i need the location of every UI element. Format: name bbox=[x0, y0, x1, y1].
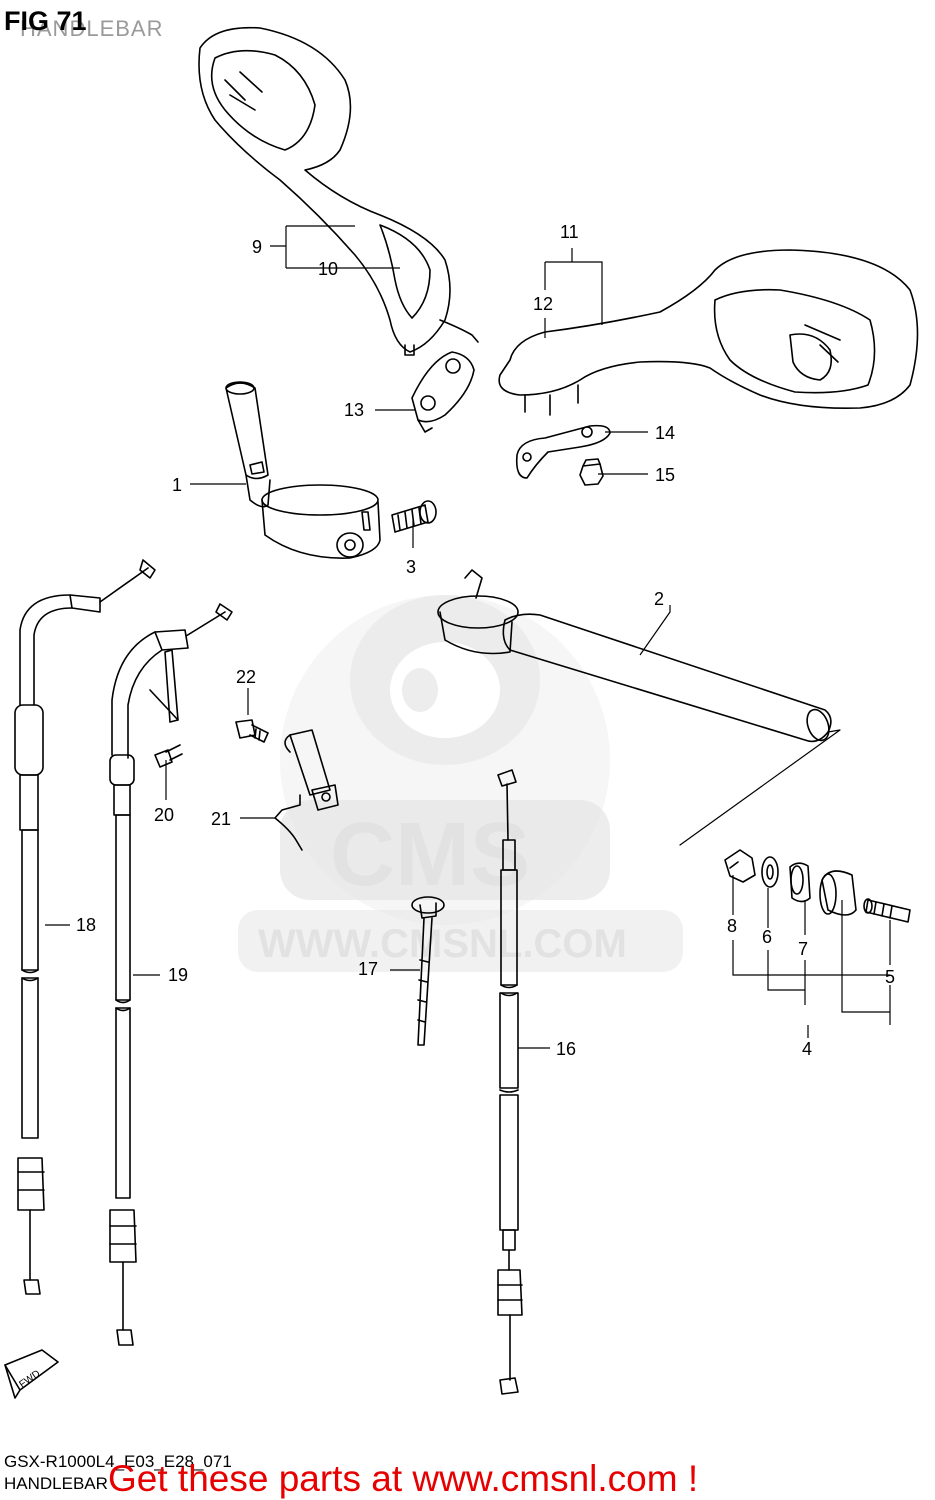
left-handlebar-part bbox=[225, 381, 381, 559]
diagram-name: HANDLEBAR bbox=[4, 1474, 108, 1493]
parts-drawing bbox=[4, 26, 919, 1399]
callout-4: 4 bbox=[802, 1039, 812, 1059]
fwd-arrow-icon bbox=[4, 1349, 59, 1399]
bolt-22 bbox=[235, 719, 269, 743]
callout-11: 11 bbox=[560, 222, 579, 242]
callout-5: 5 bbox=[885, 967, 895, 987]
callout-1: 1 bbox=[172, 475, 182, 495]
right-mirror-part bbox=[498, 249, 919, 416]
figure-title: HANDLEBAR bbox=[20, 16, 164, 41]
leader-lines bbox=[45, 225, 891, 1049]
callout-15: 15 bbox=[655, 465, 675, 485]
watermark-logo: CMS bbox=[330, 805, 530, 905]
cable-16 bbox=[497, 769, 523, 1395]
callout-7: 7 bbox=[798, 939, 808, 959]
cable-19 bbox=[109, 603, 233, 1346]
callout-22: 22 bbox=[236, 667, 256, 687]
bar-end-assembly bbox=[724, 849, 911, 923]
callout-21: 21 bbox=[211, 809, 231, 829]
bracket-21 bbox=[274, 729, 339, 851]
callout-9: 9 bbox=[252, 237, 262, 257]
bolt-20 bbox=[154, 744, 183, 768]
callout-13: 13 bbox=[344, 400, 364, 420]
callout-3: 3 bbox=[406, 557, 416, 577]
watermark-url: WWW.CMSNL.COM bbox=[258, 922, 627, 966]
callout-14: 14 bbox=[655, 423, 675, 443]
bracket-14 bbox=[515, 424, 611, 479]
callout-2: 2 bbox=[654, 589, 664, 609]
callout-20: 20 bbox=[154, 805, 174, 825]
callout-labels: 1 2 3 4 5 6 7 8 9 10 11 12 13 14 15 16 1… bbox=[76, 222, 895, 1059]
diagram-code: GSX-R1000L4_E03_E28_071 bbox=[4, 1452, 232, 1471]
watermark: CMS WWW.CMSNL.COM bbox=[238, 595, 683, 972]
callout-10: 10 bbox=[318, 259, 338, 279]
callout-18: 18 bbox=[76, 915, 96, 935]
callout-8: 8 bbox=[727, 916, 737, 936]
bolt-3 bbox=[391, 500, 437, 533]
callout-16: 16 bbox=[556, 1039, 576, 1059]
callout-17: 17 bbox=[358, 959, 378, 979]
callout-12: 12 bbox=[533, 294, 553, 314]
figure-number: FIG 71 bbox=[4, 6, 87, 36]
cable-18 bbox=[14, 559, 156, 1295]
cable-tie-17 bbox=[411, 896, 445, 1046]
callout-6: 6 bbox=[762, 927, 772, 947]
nut-15 bbox=[579, 458, 604, 486]
callout-19: 19 bbox=[168, 965, 188, 985]
promo-link[interactable]: Get these parts at www.cmsnl.com ! bbox=[108, 1458, 699, 1499]
left-mirror-part bbox=[198, 26, 479, 356]
bracket-13 bbox=[411, 351, 475, 433]
